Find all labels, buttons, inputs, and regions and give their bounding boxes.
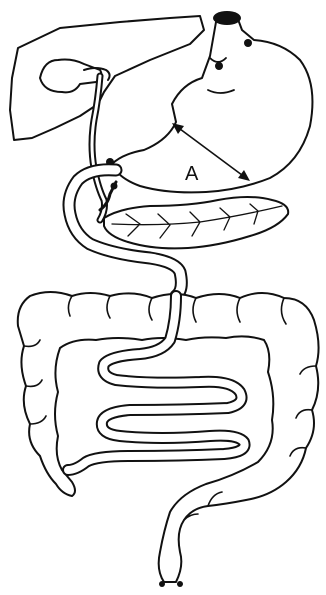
anus-marker bbox=[159, 581, 165, 587]
sphincter-marker bbox=[244, 39, 252, 47]
esophagus-opening bbox=[213, 11, 241, 25]
sphincter-marker bbox=[215, 62, 223, 70]
anus-marker bbox=[177, 581, 183, 587]
label-a: A bbox=[185, 163, 199, 185]
duodenal-marker bbox=[111, 183, 118, 190]
